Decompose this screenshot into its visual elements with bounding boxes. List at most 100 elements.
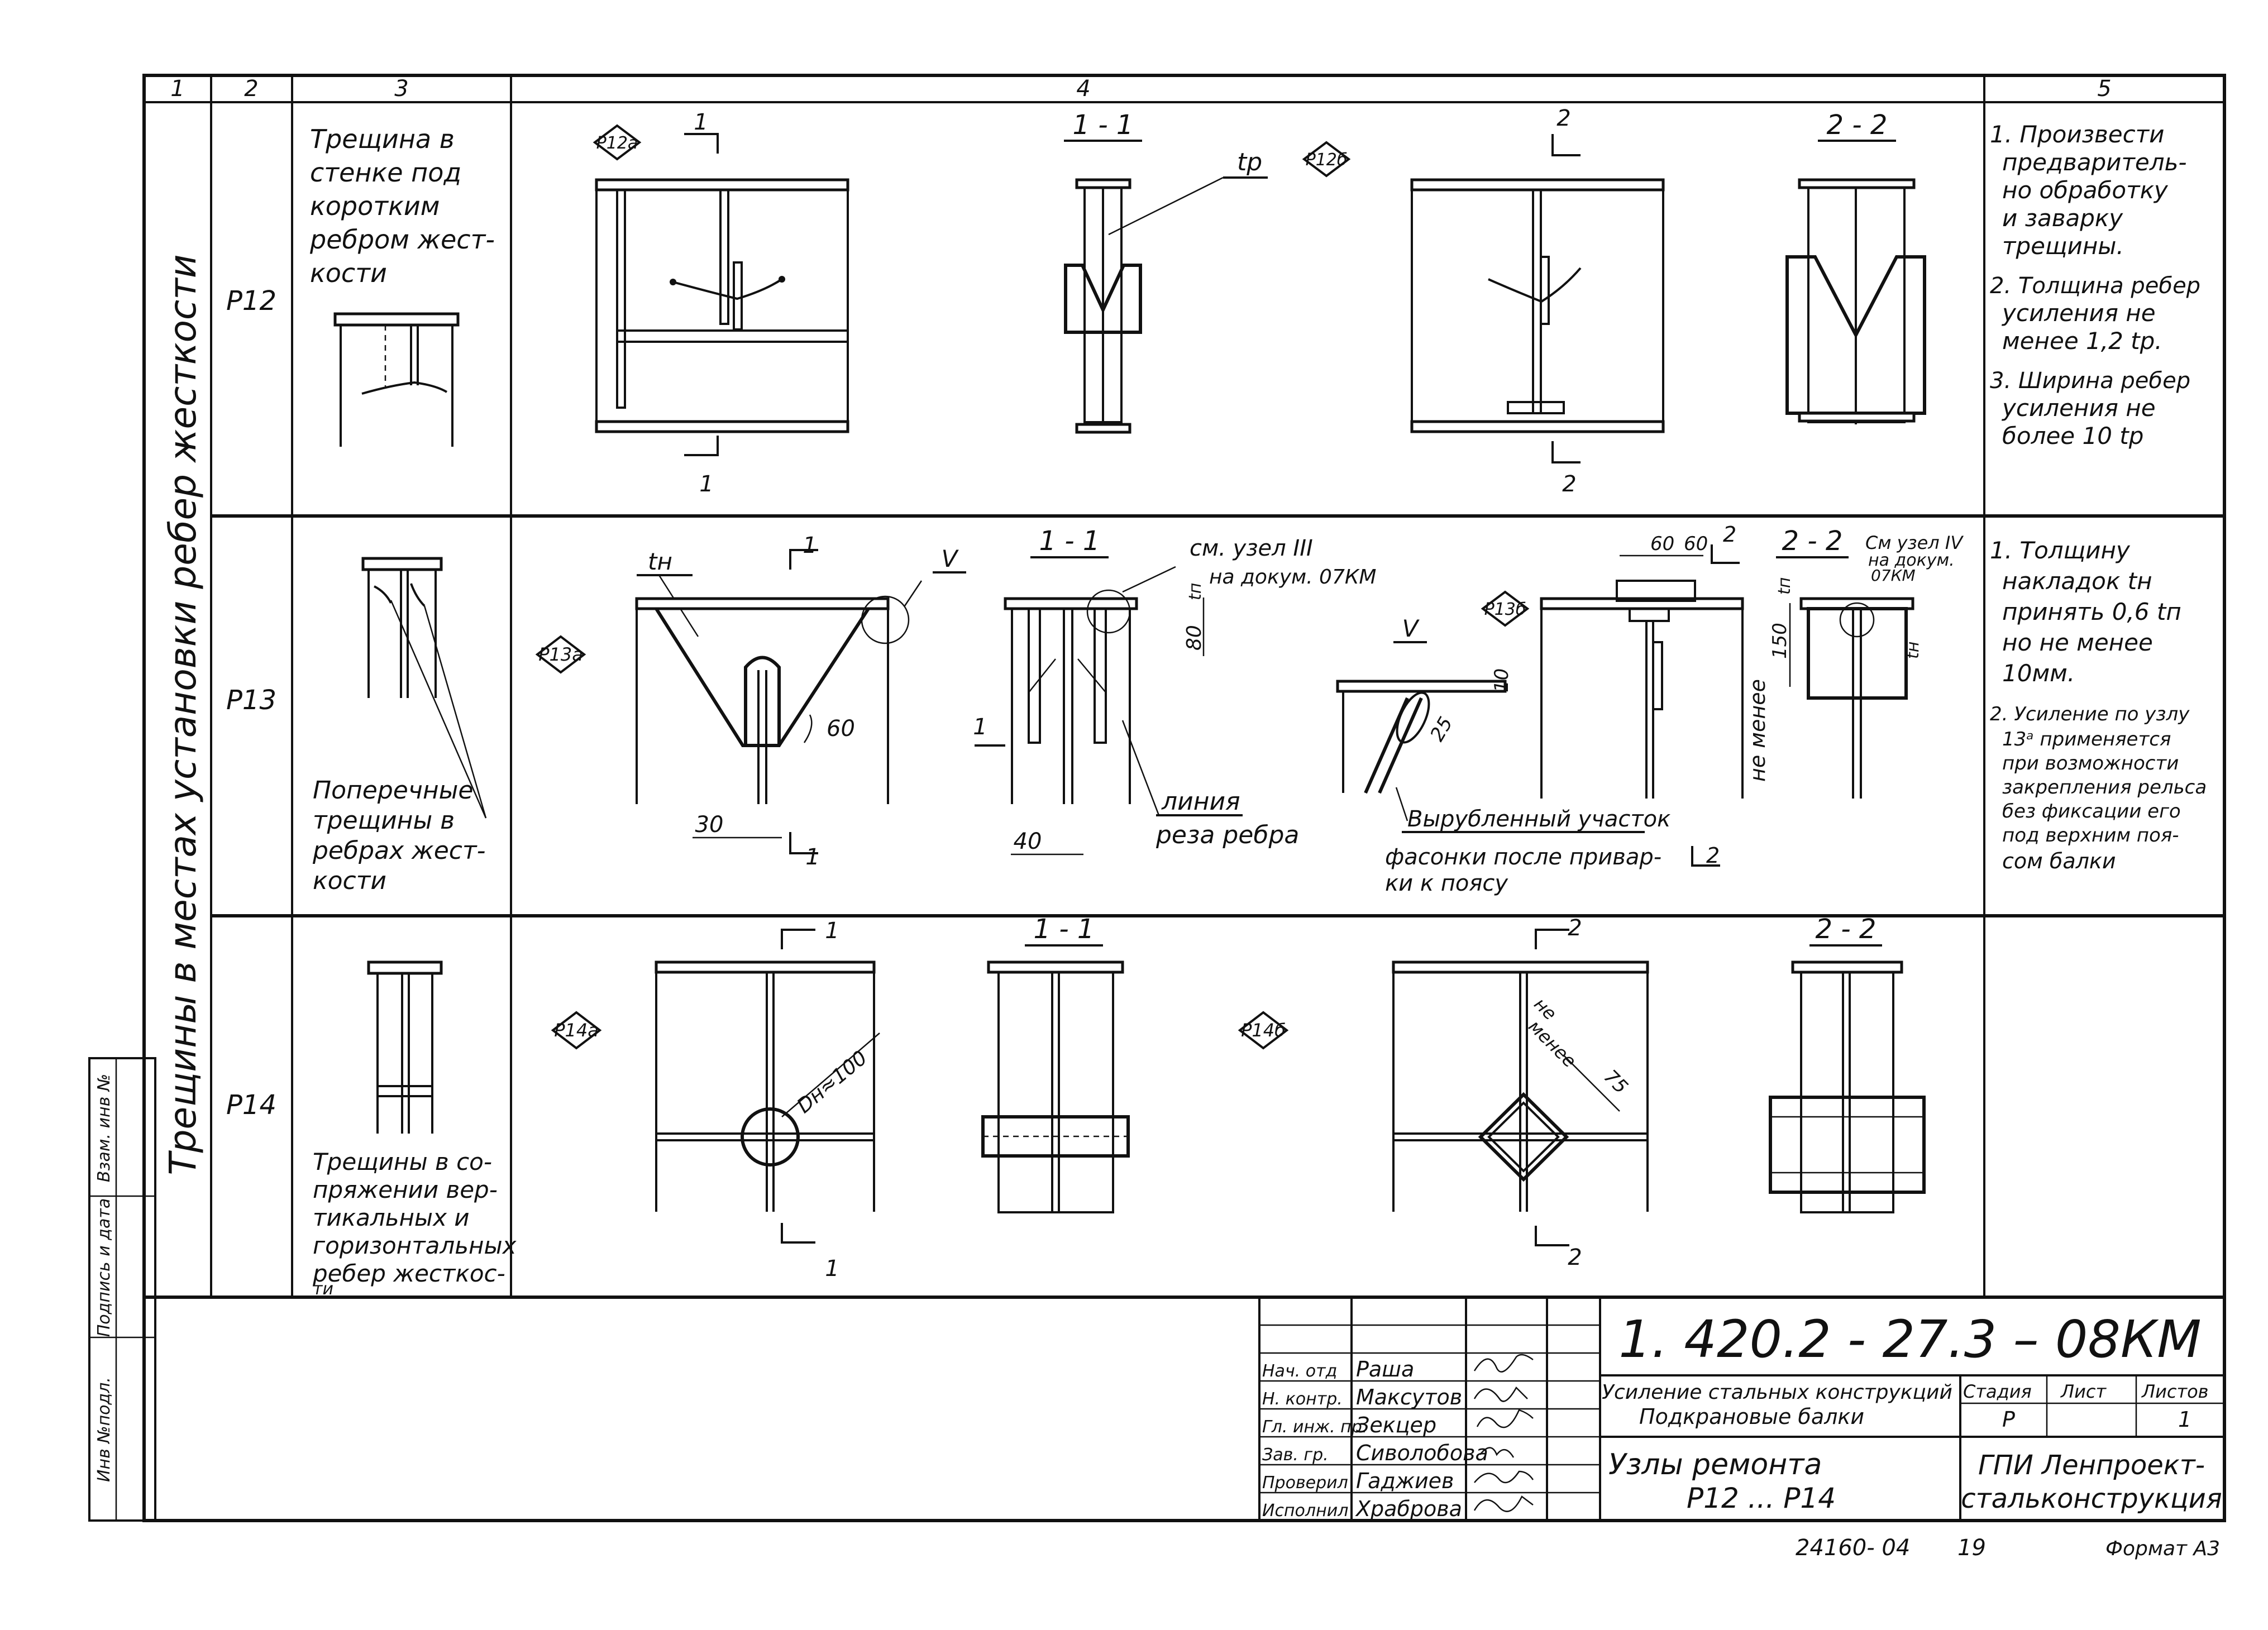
svg-text:горизонтальных: горизонтальных: [313, 1232, 517, 1259]
svg-text:2. Толщина ребер: 2. Толщина ребер: [1990, 273, 2200, 299]
sketch-r14: [367, 960, 443, 1134]
svg-text:tн: tн: [1903, 642, 1923, 659]
signatures: [1473, 1354, 1534, 1512]
svg-text:10: 10: [1491, 668, 1513, 692]
svg-text:Р13а: Р13а: [538, 644, 583, 665]
column-numbers: 1 2 3 4 5: [170, 76, 2111, 102]
detail-r12-sec22: 2 - 2: [1785, 109, 1926, 424]
project-line-2: Подкрановые балки: [1639, 1404, 1864, 1429]
svg-text:Р12б: Р12б: [1306, 150, 1348, 170]
svg-text:менее 1,2 tр.: менее 1,2 tр.: [2002, 327, 2162, 355]
svg-text:фасонки после привар-: фасонки после привар-: [1385, 844, 1661, 870]
org-line-1: ГПИ Ленпроект-: [1978, 1450, 2205, 1481]
svg-text:реза ребра: реза ребра: [1156, 821, 1299, 849]
svg-text:но не менее: но не менее: [2002, 629, 2153, 656]
role-1: Нач. отд: [1262, 1361, 1337, 1381]
svg-text:ребрах жест-: ребрах жест-: [312, 836, 485, 865]
svg-text:1 - 1: 1 - 1: [1034, 914, 1095, 945]
svg-text:на докум. 07КМ: на докум. 07КМ: [1209, 566, 1376, 589]
svg-text:сом балки: сом балки: [2002, 849, 2116, 873]
row-code-r14: Р14: [226, 1089, 276, 1121]
svg-text:но обработку: но обработку: [2002, 176, 2169, 204]
svg-text:на докум.: на докум.: [1868, 551, 1955, 570]
svg-text:Трещина в: Трещина в: [310, 124, 455, 154]
title-block: 1. 420.2 - 27.3 – 08КМ Нач. отд Раша Н. …: [1258, 1297, 2224, 1521]
svg-text:Вырубленный участок: Вырубленный участок: [1407, 806, 1670, 832]
row-code-r12: Р12: [226, 285, 276, 317]
svg-text:60: 60: [1684, 533, 1708, 555]
org-line-2: стальконструкция: [1961, 1483, 2222, 1514]
svg-text:1. Толщину: 1. Толщину: [1990, 537, 2131, 564]
svg-text:Р12а: Р12а: [596, 133, 638, 153]
svg-text:2: 2: [1556, 106, 1570, 131]
role-2: Н. контр.: [1262, 1389, 1343, 1409]
sketch-r13: [361, 557, 487, 819]
svg-text:принять 0,6 tп: принять 0,6 tп: [2002, 598, 2181, 625]
row-code-r13: Р13: [226, 685, 276, 716]
svg-text:10мм.: 10мм.: [2002, 659, 2075, 687]
svg-text:ребром жест-: ребром жест-: [309, 224, 495, 255]
sheet-title-2: Р12 ... Р14: [1687, 1482, 1836, 1514]
svg-text:1 - 1: 1 - 1: [1039, 525, 1100, 557]
margin-stamp: Взам. инв № Подпись и дата Инв №подл.: [88, 1057, 156, 1522]
margin-label-replace: Взам. инв №: [94, 1074, 114, 1182]
svg-text:ребер жесткос-: ребер жесткос-: [312, 1260, 505, 1287]
svg-text:1: 1: [973, 714, 987, 740]
svg-text:коротким: коротким: [310, 191, 440, 221]
role-4: Зав. гр.: [1262, 1445, 1329, 1465]
svg-text:2 - 2: 2 - 2: [1816, 914, 1877, 945]
svg-text:V: V: [1402, 615, 1420, 642]
svg-text:усиления не: усиления не: [2001, 299, 2156, 327]
svg-text:пряжении вер-: пряжении вер-: [313, 1176, 498, 1203]
col-number-4: 4: [1076, 76, 1090, 102]
svg-text:при возможности: при возможности: [2002, 752, 2179, 775]
notes-r13: 1. Толщину накладок tн принять 0,6 tп но…: [1990, 537, 2207, 873]
svg-text:2. Усиление по узлу: 2. Усиление по узлу: [1990, 703, 2190, 725]
side-title: Трещины в местах установки ребер жесткос…: [161, 254, 204, 1175]
svg-text:Р14б: Р14б: [1241, 1020, 1286, 1041]
name-4: Сиволобова: [1356, 1441, 1488, 1465]
svg-text:tр: tр: [1237, 148, 1262, 176]
frame: [142, 74, 2226, 1522]
role-6: Исполнил: [1262, 1501, 1348, 1521]
detail-r13-sec11: 1 - 1 см. узел III на докум. 07КМ 80 tп …: [973, 525, 1376, 855]
name-1: Раша: [1356, 1357, 1414, 1382]
svg-text:2: 2: [1706, 843, 1720, 868]
role-3: Гл. инж. пр.: [1262, 1417, 1367, 1437]
detail-r14-sec11: 1 - 1: [981, 914, 1130, 1213]
sheets-value: 1: [2178, 1407, 2191, 1432]
svg-text:Трещины в со-: Трещины в со-: [313, 1148, 492, 1175]
svg-text:80: 80: [1183, 625, 1206, 651]
svg-text:1. Произвести: 1. Произвести: [1990, 121, 2164, 148]
col-number-3: 3: [394, 76, 408, 102]
svg-text:кости: кости: [313, 867, 386, 895]
col-number-5: 5: [2097, 76, 2111, 102]
detail-r13b: Р13б 60 60 2 2: [1481, 522, 1744, 868]
desc-r13: Поперечные трещины в ребрах жест- кости: [312, 776, 485, 895]
svg-text:ки к поясу: ки к поясу: [1385, 871, 1508, 896]
role-5: Проверил: [1262, 1473, 1348, 1493]
svg-text:без фиксации его: без фиксации его: [2002, 800, 2181, 823]
desc-r12: Трещина в стенке под коротким ребром жес…: [309, 124, 495, 288]
svg-text:Поперечные: Поперечные: [313, 776, 473, 805]
sheet-label: Лист: [2060, 1381, 2107, 1402]
svg-text:1: 1: [805, 844, 819, 870]
svg-text:30: 30: [695, 812, 724, 838]
svg-text:стенке под: стенке под: [310, 157, 461, 188]
detail-r14-sec22: 2 - 2: [1769, 914, 1926, 1213]
svg-text:линия: линия: [1161, 787, 1240, 816]
svg-text:тикальных и: тикальных и: [313, 1204, 470, 1231]
sketch-r12: [333, 312, 460, 447]
svg-text:трещины.: трещины.: [2002, 232, 2124, 260]
svg-text:кости: кости: [310, 258, 387, 288]
stage-value: Р: [2002, 1407, 2015, 1432]
svg-text:см. узел III: см. узел III: [1190, 536, 1313, 561]
svg-text:Р13б: Р13б: [1484, 600, 1526, 619]
notes-r12: 1. Произвести предваритель- но обработку…: [1990, 121, 2200, 450]
svg-text:07КМ: 07КМ: [1871, 566, 1916, 585]
doc-code: 1. 420.2 - 27.3 – 08КМ: [1618, 1309, 2201, 1369]
sheets-label: Листов: [2141, 1381, 2209, 1402]
page-number: 19: [1957, 1535, 1986, 1561]
svg-text:1: 1: [694, 109, 708, 135]
